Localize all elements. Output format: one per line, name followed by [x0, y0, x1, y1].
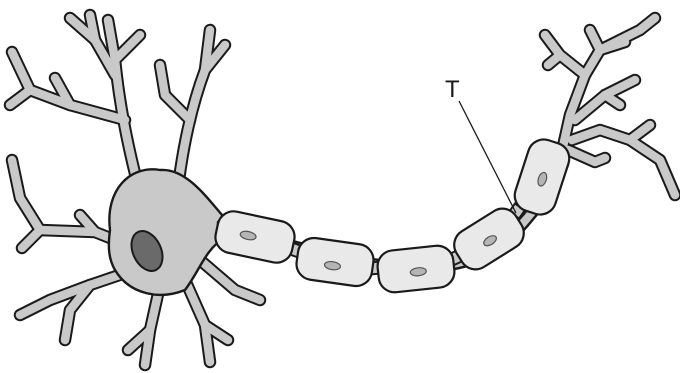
myelin-sheath — [294, 236, 375, 288]
myelin-sheath — [376, 244, 456, 294]
myelin-sheath — [511, 135, 574, 218]
myelin-sheath — [212, 208, 297, 265]
label-leader-line — [459, 101, 516, 213]
cell-body — [109, 169, 224, 294]
label-t: T — [445, 76, 460, 103]
